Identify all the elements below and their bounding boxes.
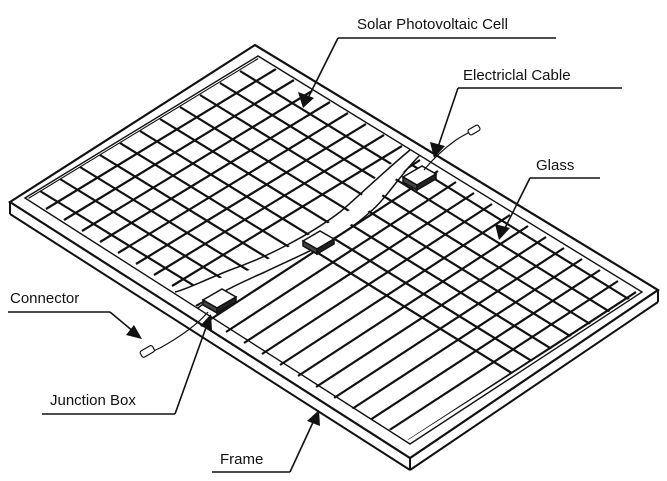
junction-box-top <box>401 165 438 192</box>
label-frame: Frame <box>220 451 263 468</box>
connector-top-icon <box>467 124 481 136</box>
panel-frame <box>7 43 661 471</box>
connector-icon <box>139 345 155 358</box>
label-solar-photovoltaic-cell: Solar Photovoltaic Cell <box>357 16 508 33</box>
junction-box-left <box>201 288 238 315</box>
callout-solar-cell <box>298 37 556 108</box>
label-junction-box: Junction Box <box>50 392 136 409</box>
junction-box-middle <box>301 230 336 256</box>
electrical-cable <box>423 131 471 171</box>
label-electrical-cable: Electriclal Cable <box>463 67 571 84</box>
callout-connector <box>8 311 142 339</box>
callout-frame <box>212 410 320 473</box>
callout-cable <box>430 87 622 158</box>
callout-glass <box>495 177 600 240</box>
label-glass: Glass <box>536 157 574 174</box>
callout-junction-box <box>42 314 212 415</box>
label-connector: Connector <box>10 290 79 307</box>
